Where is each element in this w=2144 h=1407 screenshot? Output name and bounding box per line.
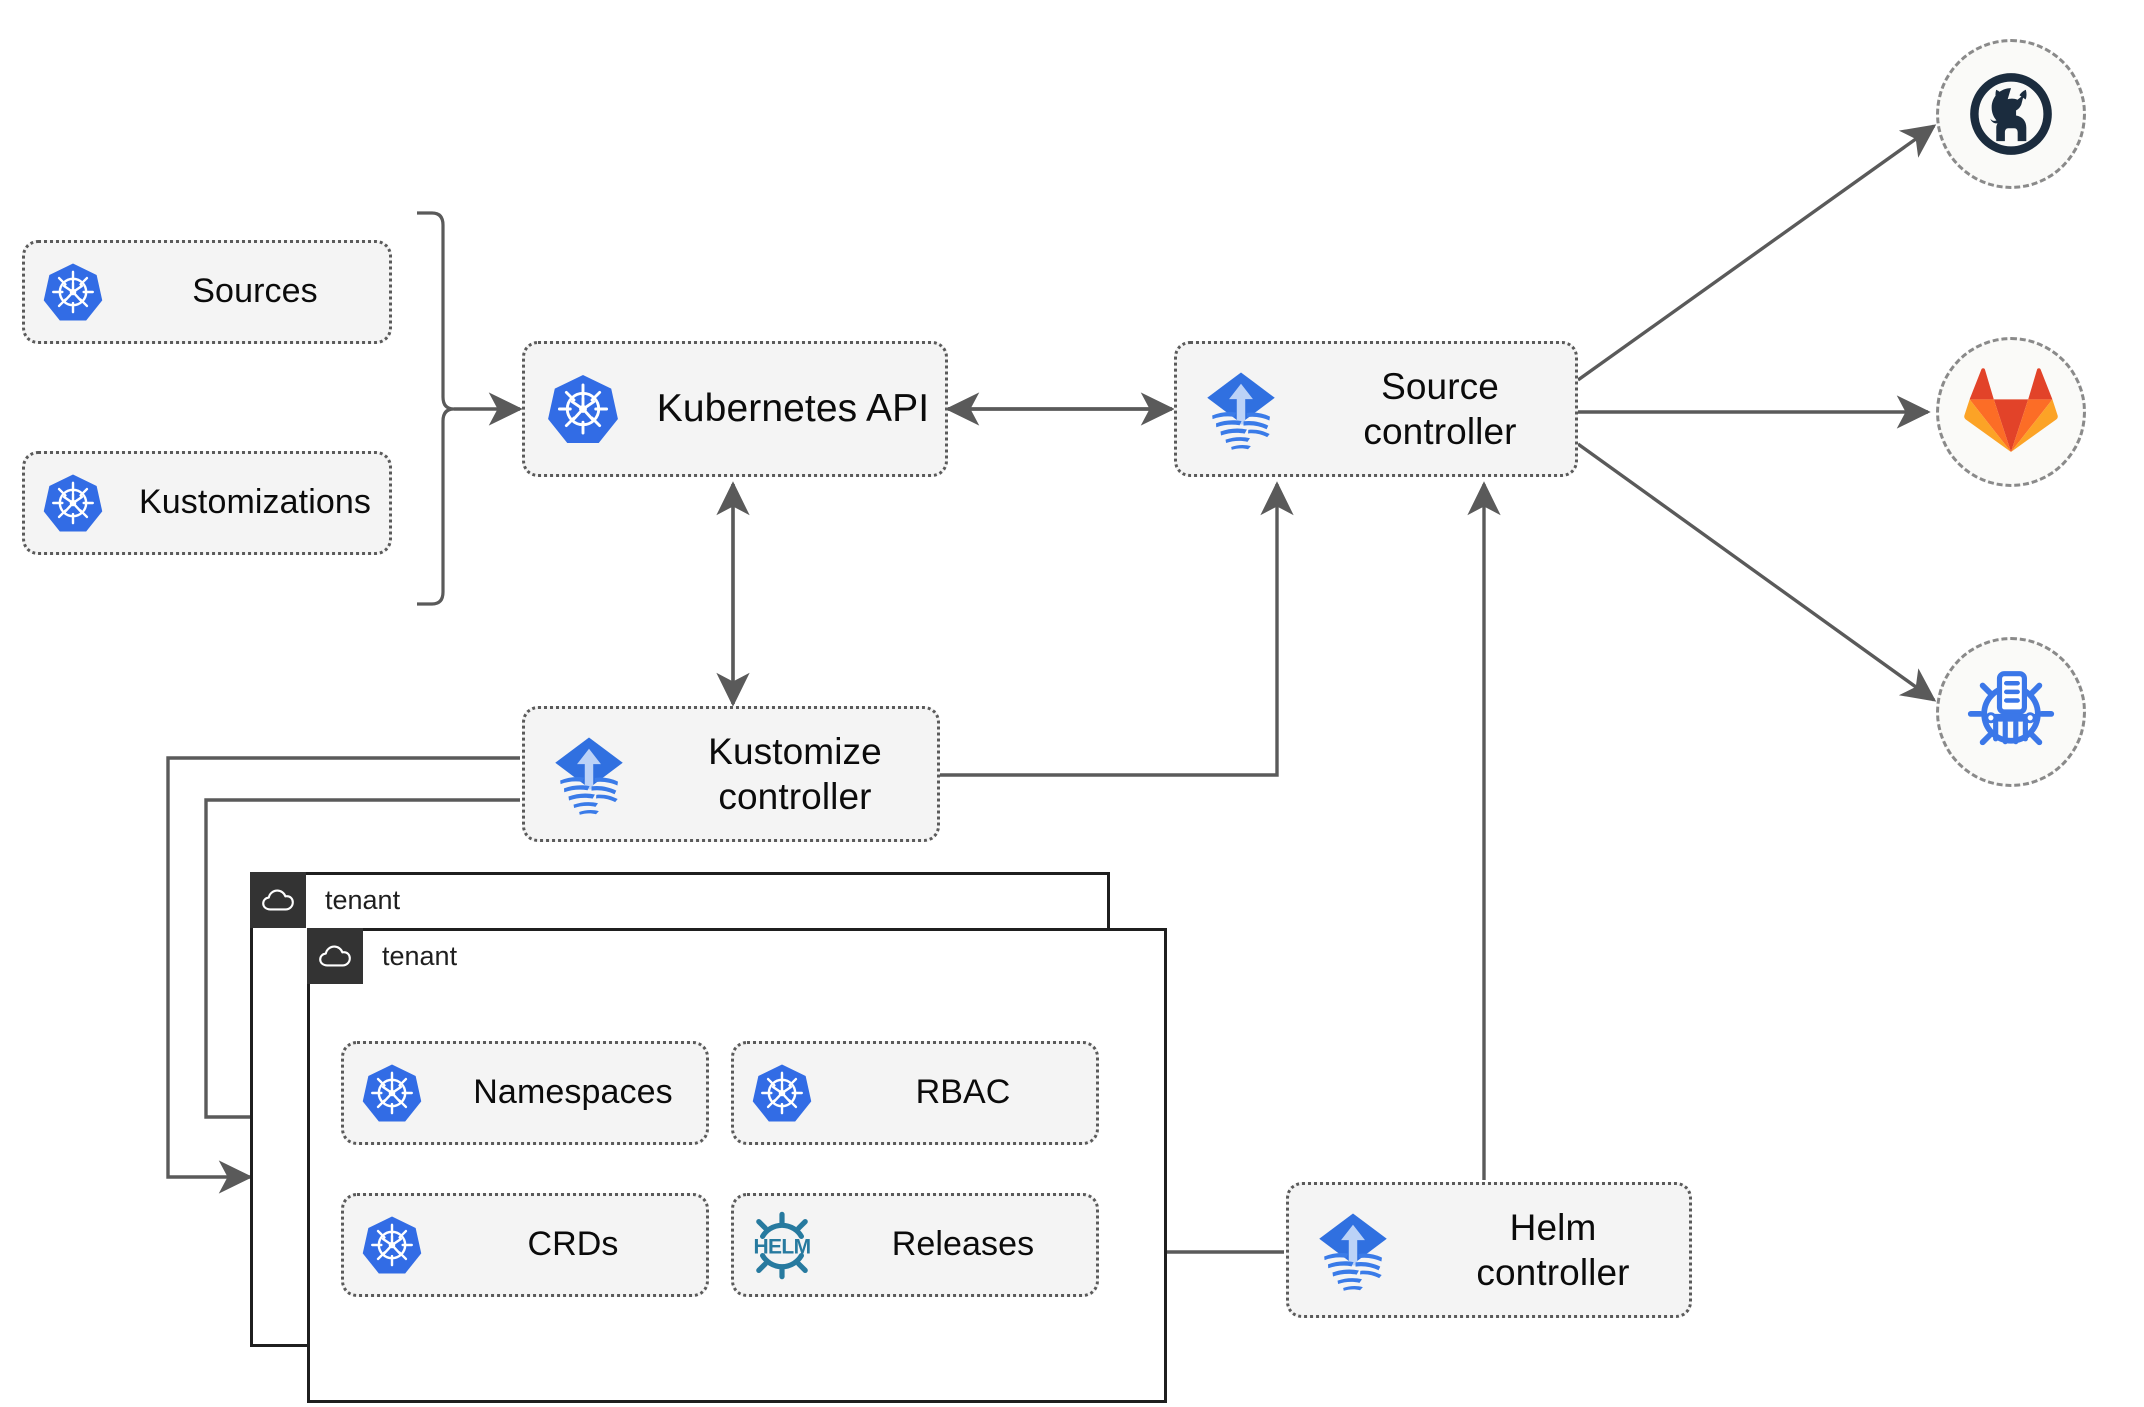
node-namespaces-label: Namespaces xyxy=(473,1073,673,1112)
svg-text:HELM: HELM xyxy=(753,1236,810,1259)
kubernetes-icon xyxy=(25,261,121,323)
helm-icon: HELM xyxy=(734,1211,830,1280)
tenant-inner-label: tenant xyxy=(382,940,458,971)
node-releases[interactable]: HELM Releases xyxy=(731,1193,1099,1297)
node-source-controller-label: Source controller xyxy=(1363,365,1517,452)
edge-source-to-registry xyxy=(1577,442,1937,702)
flux-icon xyxy=(525,729,653,819)
tenant-container-inner: tenant xyxy=(307,928,1167,1403)
node-helm-controller-label: Helm controller xyxy=(1476,1206,1630,1293)
node-crds[interactable]: CRDs xyxy=(341,1193,709,1297)
node-sources-label: Sources xyxy=(192,272,318,311)
node-kubernetes-api[interactable]: Kubernetes API xyxy=(522,341,948,477)
flux-icon xyxy=(1177,364,1305,454)
flux-icon xyxy=(1289,1205,1417,1295)
node-releases-label: Releases xyxy=(891,1225,1035,1264)
node-source-controller[interactable]: Source controller xyxy=(1174,341,1578,477)
kubernetes-icon xyxy=(344,1062,440,1124)
external-source-helm-repository[interactable] xyxy=(1936,637,2086,787)
node-sources[interactable]: Sources xyxy=(22,240,392,344)
kubernetes-icon xyxy=(25,472,121,534)
github-icon xyxy=(1965,68,2057,160)
external-source-gitlab[interactable] xyxy=(1936,337,2086,487)
kubernetes-icon xyxy=(734,1062,830,1124)
node-rbac[interactable]: RBAC xyxy=(731,1041,1099,1145)
node-helm-controller[interactable]: Helm controller xyxy=(1286,1182,1692,1318)
tenant-inner-tab xyxy=(307,928,363,984)
tenant-outer-tab xyxy=(250,872,306,928)
node-rbac-label: RBAC xyxy=(915,1073,1011,1112)
node-kustomize-controller-label: Kustomize controller xyxy=(708,730,882,817)
node-crds-label: CRDs xyxy=(527,1225,619,1264)
edge-kustomize-to-source xyxy=(940,481,1294,777)
cloud-icon xyxy=(250,872,306,928)
chart-registry-icon xyxy=(1965,666,2057,758)
node-kustomize-controller[interactable]: Kustomize controller xyxy=(522,706,940,842)
node-kubernetes-api-label: Kubernetes API xyxy=(656,387,930,431)
tenant-outer-label: tenant xyxy=(325,884,401,915)
edge-source-to-github xyxy=(1577,124,1937,382)
node-kustomizations[interactable]: Kustomizations xyxy=(22,451,392,555)
node-kustomizations-label: Kustomizations xyxy=(139,483,371,522)
external-source-github[interactable] xyxy=(1936,39,2086,189)
node-namespaces[interactable]: Namespaces xyxy=(341,1041,709,1145)
kubernetes-icon xyxy=(344,1214,440,1276)
edge-kustomize-to-tenant-outer xyxy=(166,756,520,1194)
gitlab-icon xyxy=(1964,368,2058,454)
cloud-icon xyxy=(307,928,363,984)
kubernetes-icon xyxy=(525,372,641,446)
input-bracket xyxy=(417,211,455,606)
